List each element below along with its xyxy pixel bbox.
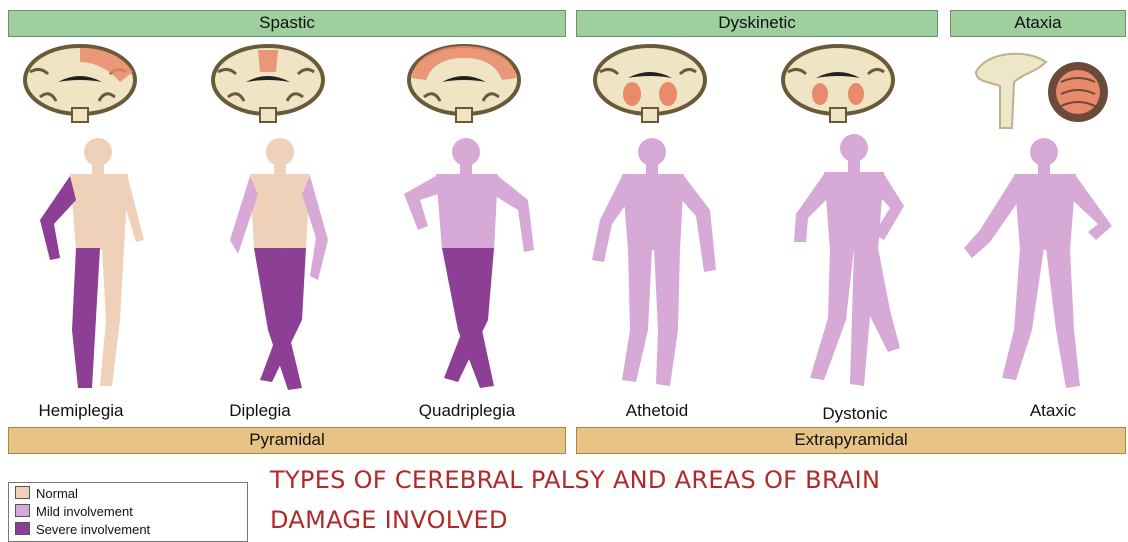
spastic-band: Spastic bbox=[8, 10, 566, 37]
normal-swatch bbox=[15, 486, 30, 499]
figure-hemiplegia bbox=[20, 130, 150, 395]
ataxia-label: Ataxia bbox=[1014, 13, 1061, 32]
legend-severe-label: Severe involvement bbox=[36, 522, 150, 537]
legend: Normal Mild involvement Severe involveme… bbox=[8, 482, 248, 542]
legend-mild: Mild involvement bbox=[15, 504, 133, 520]
label-quadriplegia: Quadriplegia bbox=[392, 401, 542, 421]
extrapyramidal-label: Extrapyramidal bbox=[794, 430, 907, 449]
label-diplegia: Diplegia bbox=[185, 401, 335, 421]
mild-swatch bbox=[15, 504, 30, 517]
brain-hemiplegia bbox=[20, 42, 140, 124]
extrapyramidal-band: Extrapyramidal bbox=[576, 427, 1126, 454]
label-hemiplegia: Hemiplegia bbox=[6, 401, 156, 421]
brain-ataxic bbox=[966, 42, 1116, 132]
label-ataxic: Ataxic bbox=[978, 401, 1128, 421]
figure-quadriplegia bbox=[398, 130, 548, 395]
caption-line-2: DAMAGE INVOLVED bbox=[270, 506, 508, 534]
legend-normal-label: Normal bbox=[36, 486, 78, 501]
legend-severe: Severe involvement bbox=[15, 522, 150, 538]
pyramidal-band: Pyramidal bbox=[8, 427, 566, 454]
dyskinetic-label: Dyskinetic bbox=[718, 13, 795, 32]
label-athetoid: Athetoid bbox=[582, 401, 732, 421]
ataxia-band: Ataxia bbox=[950, 10, 1126, 37]
label-dystonic: Dystonic bbox=[780, 404, 930, 424]
figure-dystonic bbox=[780, 130, 920, 395]
figure-ataxic bbox=[960, 130, 1120, 395]
spastic-label: Spastic bbox=[259, 13, 315, 32]
legend-mild-label: Mild involvement bbox=[36, 504, 133, 519]
figure-athetoid bbox=[586, 130, 726, 395]
pyramidal-label: Pyramidal bbox=[249, 430, 325, 449]
brain-athetoid bbox=[590, 42, 710, 124]
legend-normal: Normal bbox=[15, 486, 78, 502]
dyskinetic-band: Dyskinetic bbox=[576, 10, 938, 37]
figure-diplegia bbox=[218, 130, 348, 395]
brain-dystonic bbox=[778, 42, 898, 124]
caption-line-1: TYPES OF CEREBRAL PALSY AND AREAS OF BRA… bbox=[270, 466, 880, 494]
severe-swatch bbox=[15, 522, 30, 535]
brain-quadriplegia bbox=[404, 42, 524, 124]
brain-diplegia bbox=[208, 42, 328, 124]
